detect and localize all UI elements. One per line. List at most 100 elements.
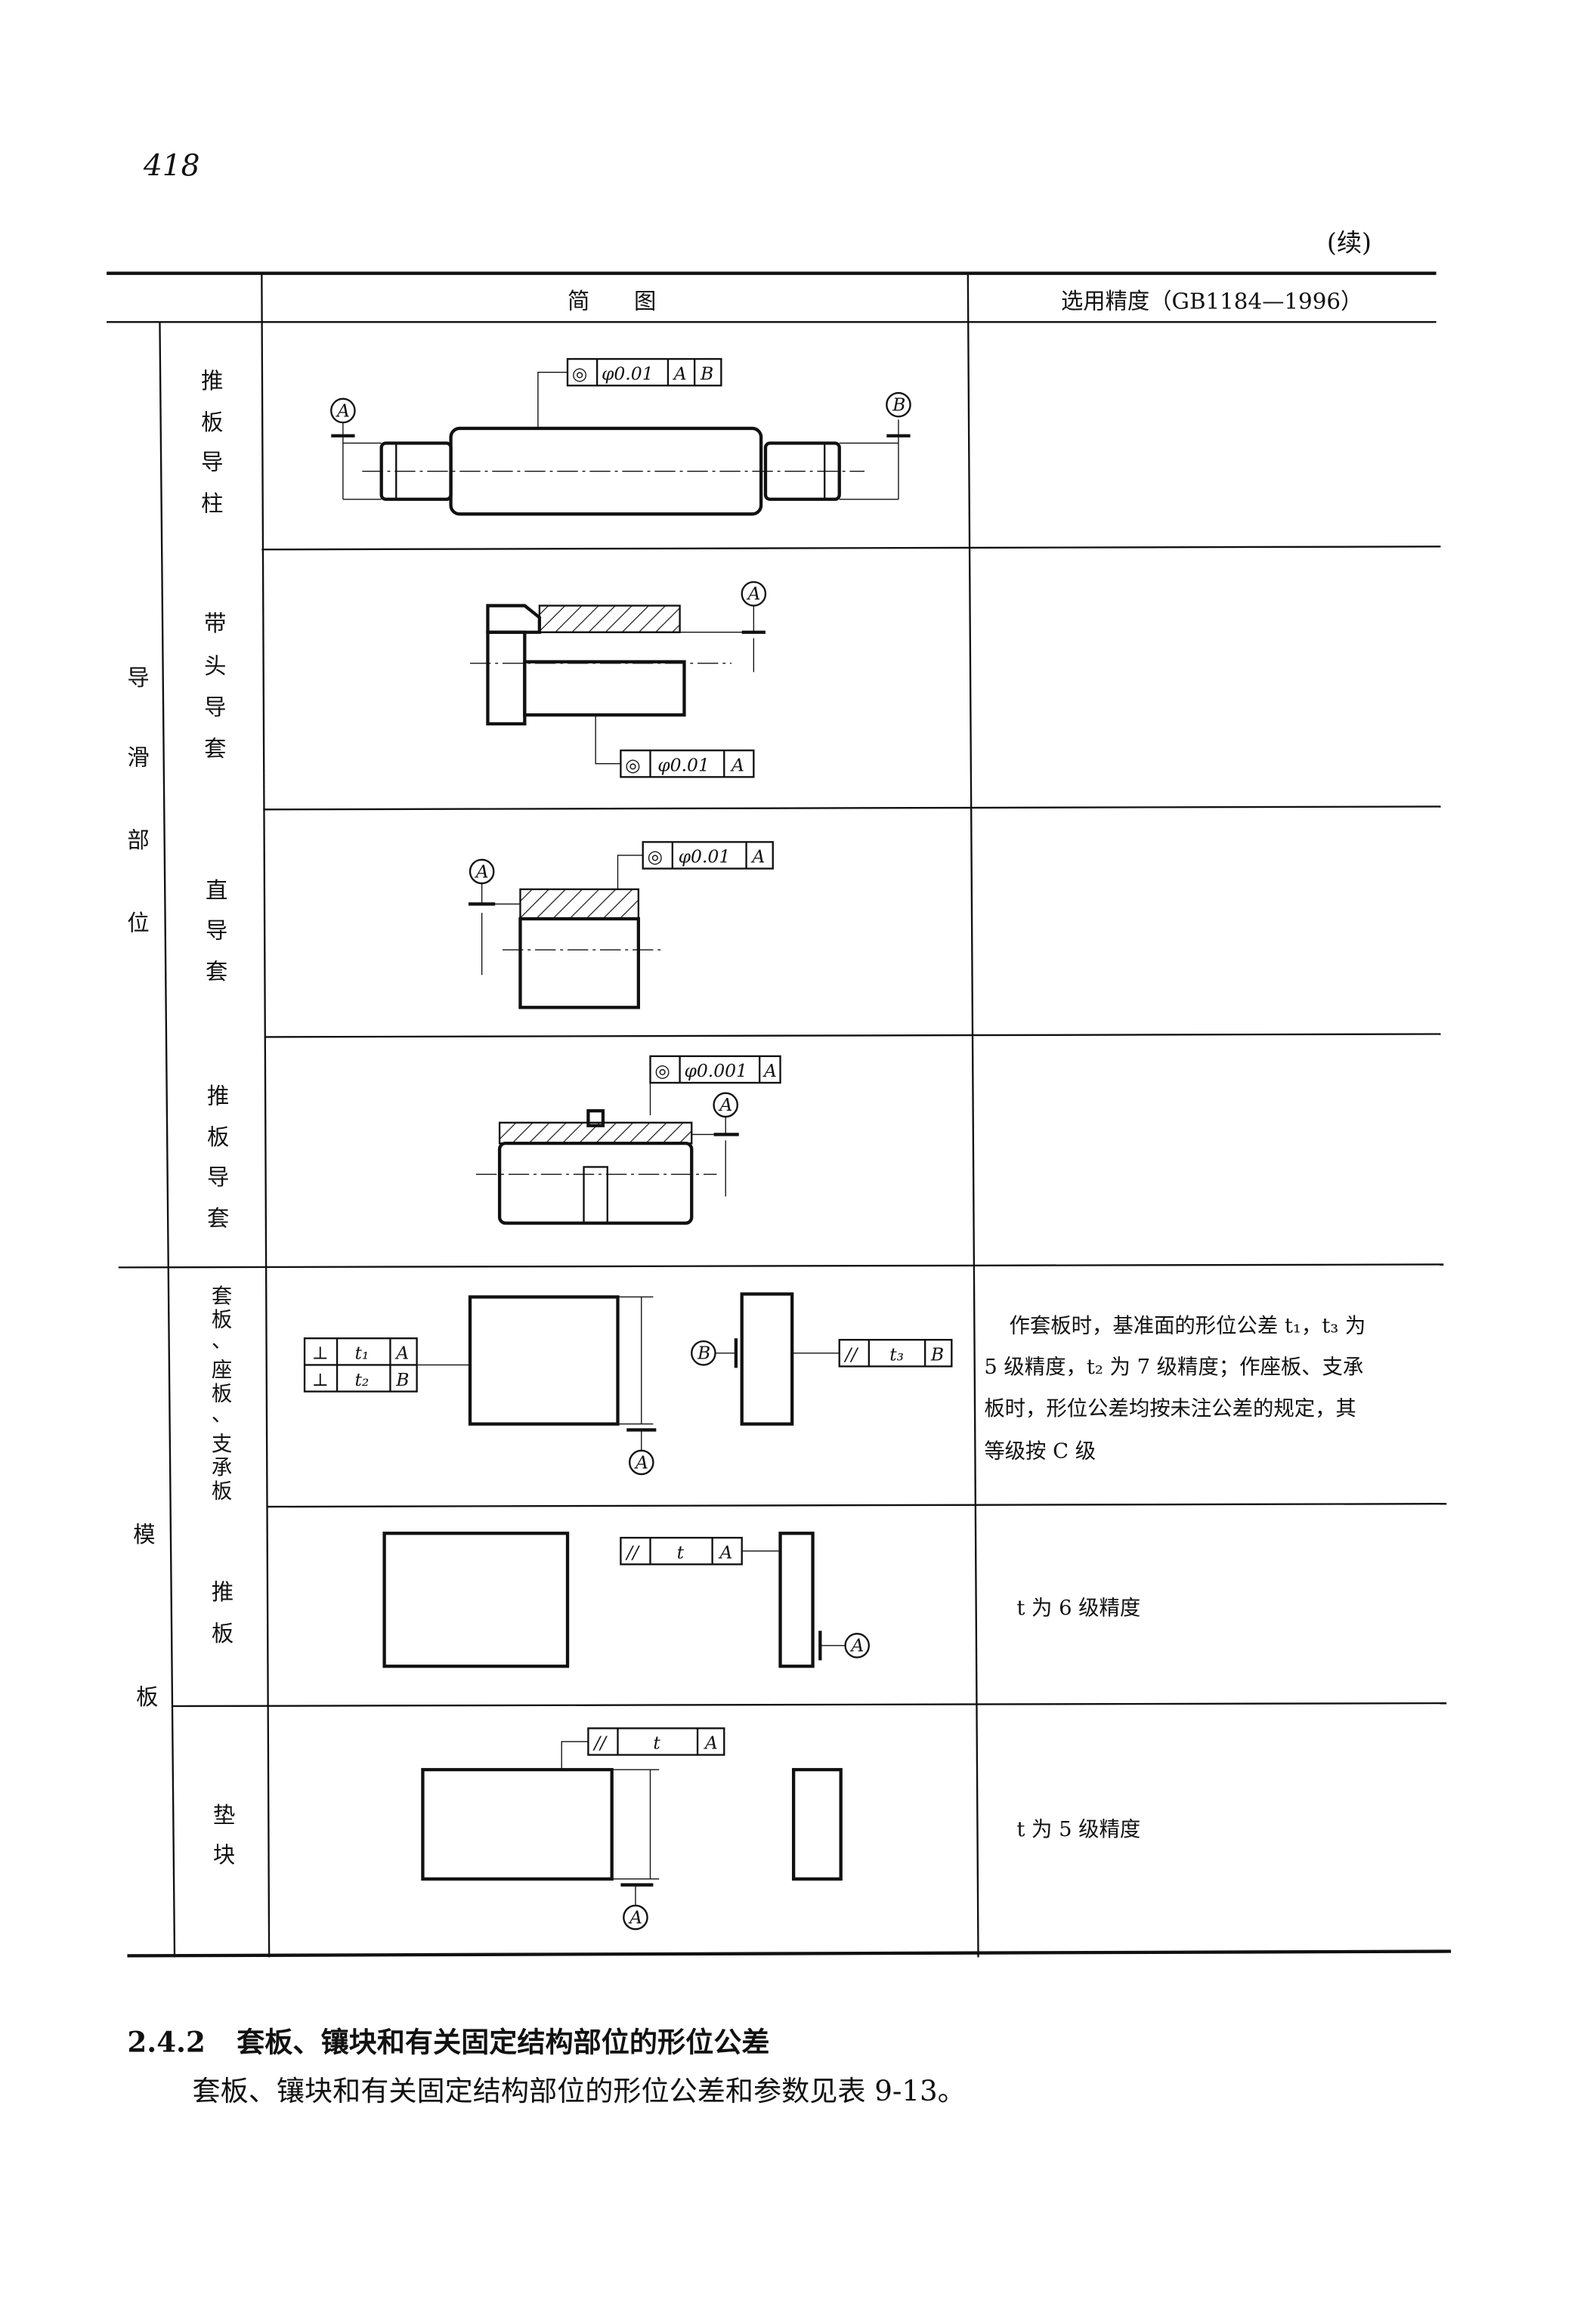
header-diagram: 简 图	[568, 289, 656, 314]
svg-text:套: 套	[206, 959, 227, 985]
svg-text:板: 板	[201, 410, 223, 435]
svg-text:A: A	[718, 1094, 732, 1115]
svg-text:φ0.01: φ0.01	[657, 755, 710, 776]
section-number: 2.4.2	[127, 2025, 205, 2058]
svg-text:带: 带	[204, 611, 226, 636]
svg-text://: //	[625, 1542, 640, 1563]
svg-text:导: 导	[206, 917, 227, 943]
item-label-spacer-block: 垫 块	[213, 1802, 235, 1868]
svg-text:块: 块	[213, 1842, 235, 1868]
svg-text://: //	[844, 1344, 859, 1365]
diagram-spacer-block: A // t A	[421, 1727, 843, 1931]
frame-symbol: ◎	[572, 363, 587, 384]
svg-text:t: t	[653, 1733, 660, 1754]
svg-text:套: 套	[212, 1285, 232, 1308]
svg-text:⊥: ⊥	[312, 1369, 329, 1390]
diagram-push-plate: A // t A	[382, 1532, 871, 1668]
svg-text:位: 位	[127, 910, 149, 936]
svg-text:φ0.01: φ0.01	[679, 846, 731, 867]
svg-text:板: 板	[212, 1479, 232, 1503]
svg-text:A: A	[336, 400, 350, 421]
svg-text:导: 导	[127, 665, 149, 691]
svg-text:套: 套	[207, 1206, 229, 1232]
svg-text:B: B	[697, 1343, 710, 1364]
svg-text:B: B	[892, 394, 905, 415]
item-label-sleeve-plate: 套 板 、 座 板 、 支 承 板	[212, 1285, 232, 1503]
svg-text:模: 模	[133, 1522, 155, 1547]
svg-text:A: A	[475, 861, 489, 882]
section-body: 套板、镶块和有关固定结构部位的形位公差和参数见表 9-13。	[192, 2075, 965, 2107]
item-label-push-plate-guide-bush: 推 板 导 套	[207, 1083, 229, 1231]
svg-text:板: 板	[212, 1621, 234, 1646]
svg-text:承: 承	[212, 1456, 232, 1479]
svg-text:套: 套	[204, 736, 226, 762]
table-grid	[107, 271, 1452, 1958]
svg-text:A: A	[730, 755, 744, 776]
svg-text:板: 板	[212, 1382, 232, 1405]
diagram-push-plate-bush: A ◎ φ0.001 A	[475, 1055, 781, 1225]
svg-text:A: A	[747, 583, 761, 604]
precision-push-plate: t 为 6 级精度	[1016, 1597, 1140, 1620]
svg-text:t₃: t₃	[889, 1344, 904, 1365]
svg-text:导: 导	[207, 1164, 229, 1190]
precision-sleeve-plate: 作套板时，基准面的形位公差 t₁，t₃ 为 5 级精度，t₂ 为 7 级精度；作…	[984, 1314, 1366, 1463]
svg-text:A: A	[849, 1635, 864, 1656]
svg-text:推: 推	[212, 1579, 234, 1605]
svg-text:A: A	[634, 1451, 648, 1473]
svg-text:B: B	[930, 1344, 944, 1365]
svg-text:头: 头	[204, 653, 226, 679]
diagram-headed-bush: A ◎ φ0.01 A	[469, 581, 767, 778]
svg-text:B: B	[395, 1369, 409, 1390]
svg-text:板: 板	[207, 1124, 229, 1150]
svg-text:φ0.001: φ0.001	[684, 1060, 747, 1081]
precision-spacer-block: t 为 5 级精度	[1016, 1818, 1140, 1841]
svg-text:支: 支	[212, 1433, 232, 1456]
svg-text:板: 板	[136, 1684, 158, 1710]
svg-text:推: 推	[201, 368, 223, 394]
item-label-headed-guide-bush: 带 头 导 套	[204, 611, 226, 762]
svg-text:垫: 垫	[213, 1802, 235, 1828]
diagram-straight-bush: A ◎ φ0.01 A	[469, 841, 774, 1009]
svg-text:、: 、	[212, 1403, 232, 1427]
svg-text:导: 导	[204, 694, 226, 720]
svg-text:部: 部	[127, 827, 149, 853]
svg-text:B: B	[700, 363, 713, 384]
svg-text:A: A	[628, 1906, 642, 1928]
svg-text:、: 、	[212, 1329, 232, 1353]
item-label-push-plate: 推 板	[212, 1579, 234, 1646]
svg-text:◎: ◎	[648, 846, 663, 867]
frame-value: φ0.01	[602, 363, 654, 384]
svg-text:A: A	[673, 363, 687, 384]
svg-text:等级按 C 级: 等级按 C 级	[984, 1440, 1096, 1464]
item-label-straight-guide-bush: 直 导 套	[206, 878, 227, 985]
header-precision: 选用精度（GB1184—1996）	[1061, 289, 1362, 314]
svg-text:t₁: t₁	[355, 1343, 370, 1364]
svg-text:A: A	[394, 1343, 409, 1364]
svg-text:作套板时，基准面的形位公差 t₁，t₃ 为: 作套板时，基准面的形位公差 t₁，t₃ 为	[1010, 1314, 1366, 1337]
svg-text:推: 推	[207, 1083, 229, 1108]
svg-text:t₂: t₂	[355, 1369, 370, 1390]
svg-text:◎: ◎	[625, 755, 640, 776]
continued-label: (续)	[1327, 227, 1372, 257]
svg-text:A: A	[750, 846, 765, 867]
svg-text:滑: 滑	[127, 745, 149, 771]
svg-text:板时，形位公差均按未注公差的规定，其: 板时，形位公差均按未注公差的规定，其	[984, 1397, 1356, 1421]
diagram-guide-pillar: A B ◎ φ0.01 A B	[330, 357, 911, 516]
svg-text:A: A	[704, 1733, 718, 1754]
group-label-guide: 导 滑 部 位	[127, 665, 149, 936]
diagram-sleeve-plate: A ⊥ t₁ A ⊥ t₂ B B // t₃ B	[303, 1292, 953, 1476]
svg-text:⊥: ⊥	[312, 1343, 329, 1364]
group-label-plate: 模 板	[133, 1522, 158, 1710]
svg-text:板: 板	[212, 1309, 232, 1332]
svg-text:5 级精度，t₂ 为 7 级精度；作座板、支承: 5 级精度，t₂ 为 7 级精度；作座板、支承	[984, 1356, 1363, 1379]
item-label-push-guide-pillar: 推 板 导 柱	[201, 368, 223, 516]
svg-text:◎: ◎	[654, 1060, 670, 1081]
svg-text:A: A	[762, 1060, 777, 1081]
svg-text:柱: 柱	[201, 490, 223, 516]
svg-text:座: 座	[212, 1359, 232, 1382]
svg-text:A: A	[718, 1542, 732, 1563]
page-number: 418	[143, 150, 200, 184]
svg-text:t: t	[677, 1542, 685, 1563]
section-title: 套板、镶块和有关固定结构部位的形位公差	[237, 2025, 769, 2058]
